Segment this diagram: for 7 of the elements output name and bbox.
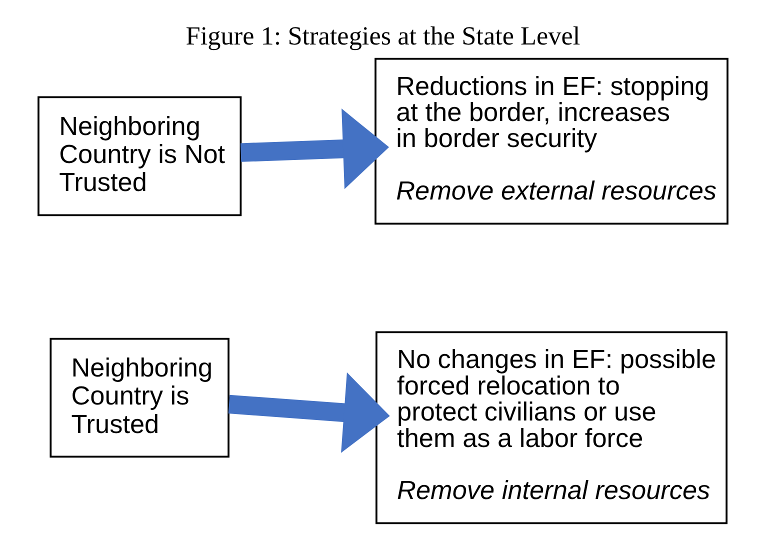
diagram-title: Figure 1: Strategies at the State Level <box>186 21 580 50</box>
node-box: Reductions in EF: stopping at the border, increases in border security Remove external resources <box>374 58 728 225</box>
arrow <box>240 108 390 190</box>
node-box: Neighboring Country is Trusted <box>50 338 230 458</box>
arrow <box>228 372 390 453</box>
node-box: Neighboring Country is Not Trusted <box>38 96 242 216</box>
node-box: No changes in EF: possible forced relocation to protect civilians or use them as a labor force Remove internal resources <box>376 331 728 524</box>
